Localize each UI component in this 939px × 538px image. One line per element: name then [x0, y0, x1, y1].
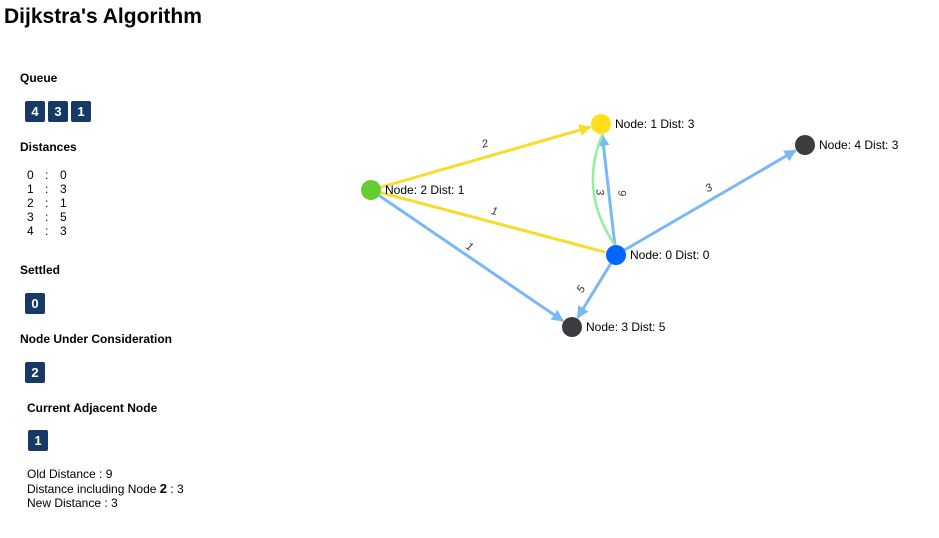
graph-node-label: Node: 0 Dist: 0 — [630, 248, 710, 262]
edge-weight-label: 9 — [615, 189, 628, 196]
adjacent-label: Current Adjacent Node — [27, 401, 158, 415]
distance-sep: : — [45, 224, 49, 238]
state-panel: Queue 4 3 1 Distances 0:0 1:3 2:1 3:5 4:… — [0, 0, 300, 538]
graph-node-2 — [361, 180, 381, 200]
under-consideration-label: Node Under Consideration — [20, 332, 173, 346]
queue-label: Queue — [20, 71, 58, 85]
queue-item: 3 — [48, 101, 68, 122]
distance-row: 3:5 — [27, 210, 80, 224]
settled-item: 0 — [25, 293, 45, 314]
graph-node-3 — [562, 317, 582, 337]
new-distance-label: New Distance : — [27, 496, 112, 510]
settled-list: 0 — [25, 293, 45, 314]
edges-layer — [378, 124, 797, 323]
nodes-layer: Node: 0 Dist: 0 Node: 1 Dist: 3 Node: 2 Di… — [361, 114, 899, 337]
queue-item: 4 — [25, 101, 45, 122]
distance-value: 1 — [60, 196, 67, 210]
settled-label: Settled — [20, 263, 61, 277]
graph-node-1 — [591, 114, 611, 134]
graph-node-label: Node: 4 Dist: 3 — [819, 138, 899, 152]
edge-0-3 — [576, 262, 613, 319]
graph-node-label: Node: 1 Dist: 3 — [615, 117, 695, 131]
edge-labels-layer: 2 1 1 9 3 3 5 — [463, 138, 715, 296]
under-consideration-node: 2 — [25, 362, 45, 383]
edge-0-4 — [623, 149, 797, 252]
distance-node: 2 — [27, 196, 34, 210]
distance-node: 4 — [27, 224, 34, 238]
new-distance-value: 3 — [111, 496, 118, 510]
new-distance-line: New Distance : 3 — [27, 496, 184, 511]
distances-table: 0:0 1:3 2:1 3:5 4:3 — [27, 168, 80, 238]
page-title: Dijkstra's Algorithm — [4, 5, 202, 28]
edge-2-3 — [378, 194, 564, 323]
edge-weight-label: 1 — [490, 205, 499, 218]
distances-label: Distances — [20, 140, 77, 154]
graph-node-label: Node: 3 Dist: 5 — [586, 320, 666, 334]
distance-value: 0 — [60, 168, 67, 182]
distance-including-node: 2 — [159, 480, 167, 496]
queue-item: 1 — [71, 101, 91, 122]
graph-node-4 — [795, 135, 815, 155]
under-consideration-box-wrap: 2 — [25, 362, 45, 383]
distance-sep: : — [45, 182, 49, 196]
edge-weight-label: 5 — [575, 283, 589, 295]
distance-sep: : — [45, 168, 49, 182]
graph-node-label: Node: 2 Dist: 1 — [385, 183, 465, 197]
adjacent-node: 1 — [28, 430, 48, 451]
distance-value: 3 — [60, 182, 67, 196]
distance-value: 5 — [60, 210, 67, 224]
distance-including-value: 3 — [177, 481, 184, 496]
distance-row: 1:3 — [27, 182, 80, 196]
graph-node-0 — [606, 245, 626, 265]
edge-weight-label: 1 — [463, 240, 475, 253]
distance-row: 4:3 — [27, 224, 80, 238]
edge-2-0 — [380, 191, 606, 254]
distance-row: 2:1 — [27, 196, 80, 210]
distance-sep: : — [45, 210, 49, 224]
distance-including-label: Distance including Node — [27, 481, 160, 496]
distance-including-sep: : — [166, 481, 177, 496]
relaxation-info: Old Distance : 9 Distance including Node… — [27, 467, 184, 511]
distance-sep: : — [45, 196, 49, 210]
edge-weight-label: 3 — [703, 181, 715, 195]
edge-weight-label: 2 — [480, 138, 490, 151]
distance-node: 1 — [27, 182, 34, 196]
distance-including-line: Distance including Node 2 : 3 — [27, 480, 184, 497]
edge-0-1-curve — [591, 134, 616, 246]
old-distance-line: Old Distance : 9 — [27, 467, 184, 482]
adjacent-box-wrap: 1 — [28, 430, 48, 451]
queue-list: 4 3 1 — [25, 101, 91, 122]
distance-value: 3 — [60, 224, 67, 238]
edge-0-1 — [597, 133, 617, 246]
old-distance-label: Old Distance : — [27, 467, 106, 481]
distance-row: 0:0 — [27, 168, 80, 182]
edge-weight-label: 3 — [593, 188, 606, 196]
old-distance-value: 9 — [105, 467, 113, 481]
distance-node: 3 — [27, 210, 34, 224]
edge-2-1 — [380, 124, 592, 189]
distance-node: 0 — [27, 168, 34, 182]
